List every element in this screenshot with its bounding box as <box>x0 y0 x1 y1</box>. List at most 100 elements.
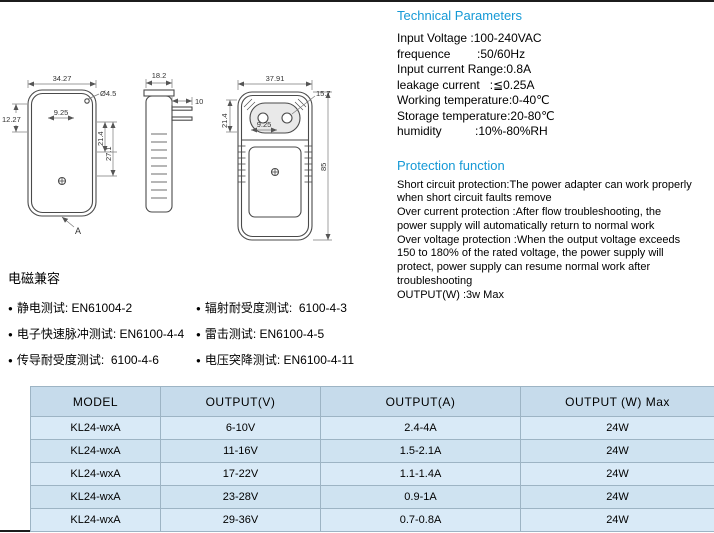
technical-parameters-title: Technical Parameters <box>397 8 522 23</box>
emc-item: ●雷击测试: EN6100-4-5 <box>196 325 394 342</box>
dim-height-label: 85 <box>319 163 328 171</box>
top-hatch <box>243 98 307 111</box>
dim-pin-label: 15.7 <box>316 89 331 98</box>
spec-table-cell: 0.9-1A <box>320 485 521 509</box>
emc-item: ●电子快速脉冲测试: EN6100-4-4 <box>8 325 196 342</box>
vent-slots <box>151 133 167 199</box>
spec-table-cell: 2.4-4A <box>320 416 521 440</box>
spec-table-cell: 11-16V <box>160 439 321 463</box>
plug-view <box>237 91 313 241</box>
dim-left-label: 21.4 <box>220 113 229 128</box>
plug-view-labels: 37.91 15.7 21.4 9.25 85 <box>220 74 331 171</box>
param-line: humidity :10%-80%RH <box>397 124 548 138</box>
spec-table-cell: 17-22V <box>160 462 321 486</box>
technical-drawings: 34.27 12.27 Ø4.5 9.25 21.4 27.1 A <box>2 71 332 241</box>
spec-table-head: MODEL OUTPUT(V) OUTPUT(A) OUTPUT (W) Max <box>30 386 714 417</box>
spec-table-cell: 29-36V <box>160 508 321 532</box>
pin-recess <box>249 102 301 134</box>
spec-table: MODEL OUTPUT(V) OUTPUT(A) OUTPUT (W) Max… <box>30 386 714 532</box>
side-view-dims <box>145 79 193 105</box>
header-output-v: OUTPUT(V) <box>160 386 321 417</box>
spec-table-cell: 24W <box>520 485 714 509</box>
spec-table-cell: KL24-wxA <box>30 439 161 463</box>
dim-right-a-label: 21.4 <box>96 131 105 146</box>
spec-table-cell: 1.1-1.4A <box>320 462 521 486</box>
spec-table-cell: 23-28V <box>160 485 321 509</box>
emc-item-label: 电压突降测试: EN6100-4-11 <box>204 353 355 367</box>
spec-table-cell: KL24-wxA <box>30 416 161 440</box>
emc-item-label: 雷击测试: EN6100-4-5 <box>204 327 325 341</box>
dim-inner-label: 9.25 <box>257 120 272 129</box>
spec-table-cell: KL24-wxA <box>30 508 161 532</box>
dim-left-label: 12.27 <box>2 115 21 124</box>
spec-table-header-row: MODEL OUTPUT(V) OUTPUT(A) OUTPUT (W) Max <box>30 386 714 417</box>
header-output-w: OUTPUT (W) Max <box>520 386 714 417</box>
side-view-labels: 18.2 10 <box>152 71 204 106</box>
spec-table-cell: 0.7-0.8A <box>320 508 521 532</box>
dim-prong-label: 10 <box>195 97 203 106</box>
plug-pin <box>257 112 269 124</box>
protection-title: Protection function <box>397 157 505 173</box>
emc-item: ●电压突降测试: EN6100-4-11 <box>196 351 394 368</box>
vent-slots <box>238 145 312 183</box>
emc-section: 电磁兼容 ●静电测试: EN61004-2 ●辐射耐受度测试: 6100-4-3… <box>8 268 394 368</box>
plug-pin-side <box>171 116 193 121</box>
plug-pin <box>281 112 293 124</box>
param-line: Input Voltage :100-240VAC <box>397 31 542 45</box>
spec-table-cell: 24W <box>520 508 714 532</box>
plug-pin-side <box>171 106 193 111</box>
emc-item-label: 辐射耐受度测试: 6100-4-3 <box>204 301 347 315</box>
spec-table-cell: 24W <box>520 462 714 486</box>
right-column: Technical Parameters Input Voltage :100-… <box>397 8 710 303</box>
param-line: Input current Range:0.8A <box>397 62 532 76</box>
dim-depth-label: 18.2 <box>152 71 167 80</box>
header-model: MODEL <box>30 386 161 417</box>
dim-right-b-label: 27.1 <box>104 146 113 161</box>
dim-top-width-label: 37.91 <box>266 74 285 83</box>
emc-item: ●静电测试: EN61004-2 <box>8 299 196 316</box>
param-line: frequence :50/60Hz <box>397 46 526 61</box>
bullet-icon: ● <box>196 330 201 339</box>
bullet-icon: ● <box>8 330 13 339</box>
spec-table-cell: 1.5-2.1A <box>320 439 521 463</box>
protection-section: Protection function Short circuit protec… <box>397 158 710 303</box>
param-line: Storage temperature:20-80℃ <box>397 108 555 123</box>
side-view <box>143 89 193 213</box>
spec-table-cell: KL24-wxA <box>30 462 161 486</box>
emc-item-label: 静电测试: EN61004-2 <box>16 301 133 315</box>
bullet-icon: ● <box>8 356 13 365</box>
param-line: Working temperature:0-40℃ <box>397 93 550 107</box>
spec-table-cell: 24W <box>520 416 714 440</box>
emc-item-label: 传导耐受度测试: 6100-4-6 <box>16 353 159 367</box>
protection-body: Short circuit protection:The power adapt… <box>397 178 692 301</box>
emc-item: ●辐射耐受度测试: 6100-4-3 <box>196 299 394 316</box>
emc-item: ●传导耐受度测试: 6100-4-6 <box>8 351 196 368</box>
bullet-icon: ● <box>8 304 13 313</box>
front-view-labels: 34.27 12.27 Ø4.5 9.25 21.4 27.1 A <box>2 74 116 236</box>
bullet-icon: ● <box>196 304 201 313</box>
dim-top-width-label: 34.27 <box>53 74 72 83</box>
top-rule <box>0 0 714 2</box>
bullet-icon: ● <box>196 356 201 365</box>
header-output-a: OUTPUT(A) <box>320 386 521 417</box>
emc-title: 电磁兼容 <box>8 271 61 286</box>
dim-hole-label: Ø4.5 <box>100 89 116 98</box>
emc-item-label: 电子快速脉冲测试: EN6100-4-4 <box>16 327 185 341</box>
technical-parameters-section: Technical Parameters Input Voltage :100-… <box>397 8 710 140</box>
front-view-dims <box>12 80 117 228</box>
emc-grid: ●静电测试: EN61004-2 ●辐射耐受度测试: 6100-4-3 ●电子快… <box>8 299 394 368</box>
spec-table-cell: KL24-wxA <box>30 485 161 509</box>
dim-inner-label: 9.25 <box>54 108 69 117</box>
spec-table-cell: 6-10V <box>160 416 321 440</box>
spec-table-cell: 24W <box>520 439 714 463</box>
plug-view-dims <box>226 80 332 241</box>
section-a-label: A <box>75 226 81 236</box>
front-view <box>27 89 97 217</box>
